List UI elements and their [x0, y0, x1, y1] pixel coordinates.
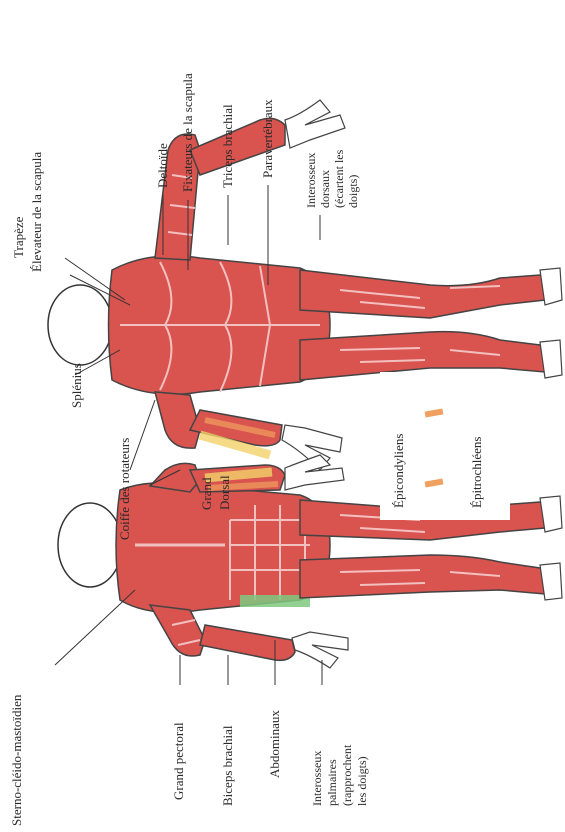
anterior-arm-lower — [150, 605, 205, 656]
label-coiffe: Coiffe des rotateurs — [118, 438, 132, 540]
label-splenius: Splénius — [70, 363, 84, 408]
posterior-head — [48, 285, 112, 365]
label-biceps: Biceps brachial — [221, 726, 235, 807]
anterior-arm-upper — [150, 463, 200, 492]
posterior-hand-upper — [285, 100, 345, 148]
anterior-head — [58, 503, 122, 587]
label-fixateurs: Fixateurs de la scapula — [181, 73, 195, 192]
anterior-forearm-lower — [200, 625, 295, 660]
label-triceps: Triceps brachial — [221, 104, 235, 188]
anterior-leg-lower — [300, 555, 549, 598]
label-trapeze: Trapèze — [12, 217, 26, 258]
label-paravertebraux: Paravertébraux — [261, 99, 275, 178]
label-epicondyliens: Épicondyliens — [392, 434, 406, 508]
label-grand-pectoral: Grand pectoral — [172, 722, 186, 800]
anterior-hand-lower — [292, 632, 348, 668]
label-elevateur: Élevateur de la scapula — [30, 152, 44, 272]
label-sterno: Sterno-cléido-mastoïdien — [10, 695, 24, 826]
posterior-leg-upper — [300, 270, 549, 318]
posterior-arm-lower — [155, 392, 200, 448]
anterior-hand-upper — [285, 455, 344, 490]
label-epitrochleens: Épitrochléens — [470, 437, 484, 508]
label-abdominaux: Abdominaux — [268, 710, 282, 778]
label-deltoide: Deltoïde — [156, 143, 170, 188]
